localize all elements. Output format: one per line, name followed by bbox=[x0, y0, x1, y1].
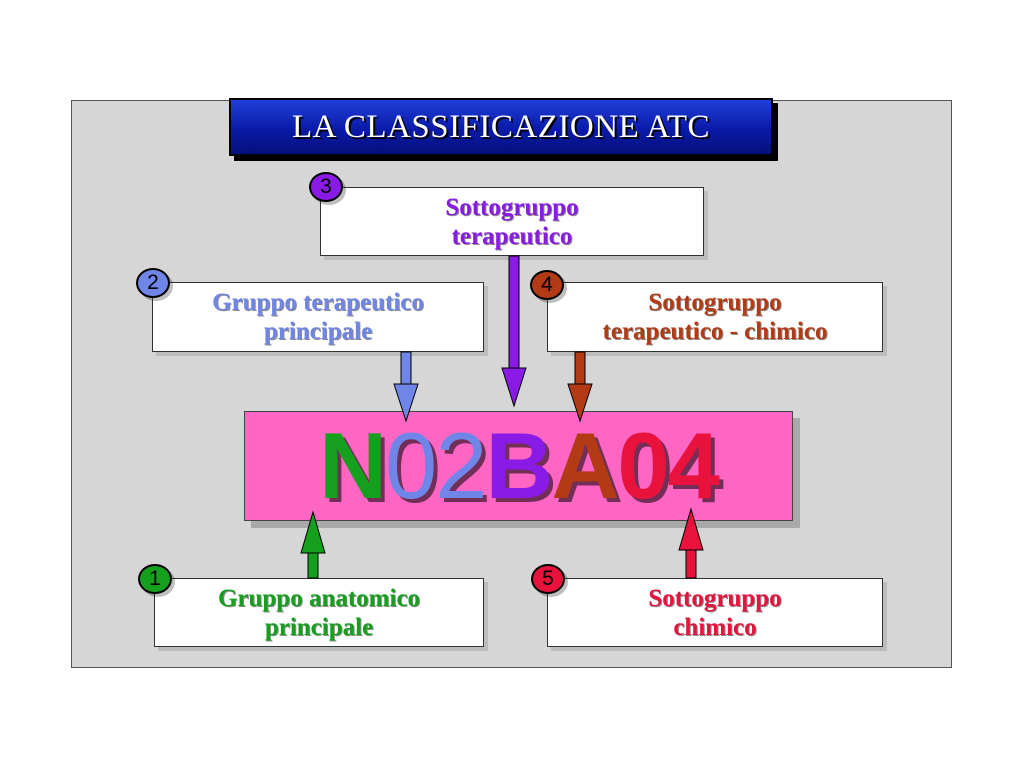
level-4-arrow bbox=[567, 351, 593, 423]
page-title: LA CLASSIFICAZIONE ATC bbox=[291, 108, 711, 145]
level-2-box: Gruppo terapeutico principale bbox=[152, 282, 484, 352]
level-2-number-badge: 2 bbox=[136, 268, 170, 298]
level-3-arrow bbox=[501, 255, 527, 408]
atc-code-box: N 02 B A 04 bbox=[244, 411, 793, 521]
code-segment-chemical-substance: 04 bbox=[617, 413, 720, 518]
level-1-line-2: principale bbox=[264, 613, 374, 641]
level-4-box: Sottogruppo terapeutico - chimico bbox=[547, 282, 883, 352]
code-segment-chemical-therapeutic: A bbox=[551, 413, 619, 518]
level-5-number-badge: 5 bbox=[531, 564, 565, 594]
level-3-number-badge: 3 bbox=[309, 172, 343, 202]
title-banner: LA CLASSIFICAZIONE ATC bbox=[229, 98, 773, 156]
level-2-line-2: principale bbox=[263, 318, 373, 345]
level-2-line-1: Gruppo terapeutico bbox=[212, 289, 424, 316]
level-4-number-badge: 4 bbox=[530, 270, 564, 300]
level-5-line-2: chimico bbox=[673, 613, 757, 641]
level-3-box: Sottogruppo terapeutico bbox=[320, 187, 704, 256]
level-4-line-2: terapeutico - chimico bbox=[602, 318, 828, 345]
level-1-number-badge: 1 bbox=[138, 564, 172, 594]
code-segment-anatomical: N bbox=[319, 413, 387, 518]
level-1-arrow bbox=[300, 510, 326, 579]
level-3-line-1: Sottogruppo bbox=[445, 193, 579, 221]
atc-code: N 02 B A 04 bbox=[245, 412, 792, 520]
level-3-line-2: terapeutico bbox=[451, 222, 573, 250]
level-5-line-1: Sottogruppo bbox=[648, 584, 782, 612]
level-1-line-1: Gruppo anatomico bbox=[217, 584, 421, 612]
level-2-arrow bbox=[393, 351, 419, 423]
code-segment-therapeutic: 02 bbox=[384, 413, 488, 518]
code-segment-therapeutic-subgroup: B bbox=[485, 413, 554, 518]
level-4-line-1: Sottogruppo bbox=[648, 289, 782, 316]
level-1-box: Gruppo anatomico principale bbox=[154, 578, 484, 647]
level-5-box: Sottogruppo chimico bbox=[547, 578, 883, 647]
level-5-arrow bbox=[678, 507, 704, 579]
